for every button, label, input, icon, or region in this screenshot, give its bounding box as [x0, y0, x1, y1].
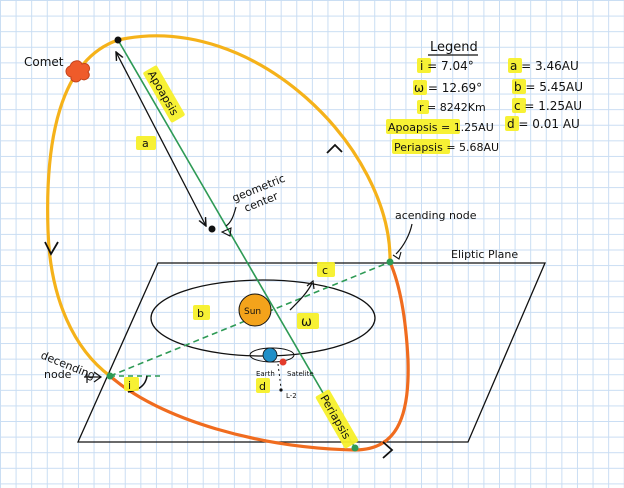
l2-point — [279, 388, 283, 392]
inclination-arc — [127, 375, 148, 393]
periapsis-axis-label: Periapsis — [317, 393, 353, 442]
ecliptic-plane-label: Eliptic Plane — [451, 248, 518, 261]
comet-orbit-lower — [108, 260, 410, 452]
orbit-direction-arrow-bottom — [382, 441, 394, 459]
satellite-label: Satelite — [287, 370, 314, 378]
earth — [262, 347, 278, 363]
descending-node-label-2: node — [44, 368, 72, 381]
sun — [238, 293, 272, 327]
a-label: a — [142, 137, 149, 150]
ascending-node-pointer — [395, 223, 413, 255]
ascending-node-label: acending node — [395, 209, 477, 222]
comet-orbit-upper — [46, 34, 392, 378]
descending-node-point — [106, 372, 114, 380]
satellite — [279, 358, 287, 366]
l2-dotted-line — [277, 363, 282, 389]
legend-title: Legend — [430, 40, 478, 55]
omega-arc — [289, 282, 313, 311]
comet-icon — [65, 60, 91, 83]
geometric-center-arrowhead — [220, 227, 232, 237]
i-label: i — [128, 379, 131, 392]
earth-label: Earth — [256, 370, 275, 378]
legend-i: i = 7.04° — [420, 59, 474, 73]
ascending-node-point — [386, 258, 394, 266]
orbit-direction-arrow-right — [326, 143, 343, 154]
l2-label: L-2 — [286, 392, 297, 400]
legend-d: d = 0.01 AU — [507, 117, 580, 131]
semi-major-axis-arrow — [116, 52, 206, 226]
d-label: d — [259, 380, 266, 393]
legend: Legend i = 7.04° ω = 12.69° r = 8242Km A… — [386, 40, 583, 154]
geometric-center-dot — [208, 225, 216, 233]
orbit-direction-arrow-left — [44, 241, 59, 256]
legend-a: a = 3.46AU — [510, 59, 579, 73]
omega-label: ω — [301, 315, 312, 330]
periapsis-point — [351, 444, 359, 452]
sun-label: Sun — [244, 307, 261, 317]
apsis-line — [117, 39, 356, 449]
b-label: b — [197, 307, 204, 320]
ecliptic-plane — [76, 262, 546, 443]
legend-apoapsis: Apoapsis = 1.25AU — [388, 121, 494, 134]
apoapsis-point — [114, 36, 122, 44]
geometric-center-pointer — [225, 206, 237, 227]
legend-r: r = 8242Km — [419, 101, 486, 114]
legend-omega: ω = 12.69° — [414, 81, 482, 95]
c-label: c — [322, 264, 328, 277]
legend-b: b = 5.45AU — [514, 80, 583, 94]
comet-label: Comet — [24, 55, 64, 69]
legend-periapsis: Periapsis = 5.68AU — [394, 141, 499, 154]
apoapsis-axis-label: Apoapsis — [145, 68, 181, 118]
legend-c: c = 1.25AU — [514, 99, 582, 113]
